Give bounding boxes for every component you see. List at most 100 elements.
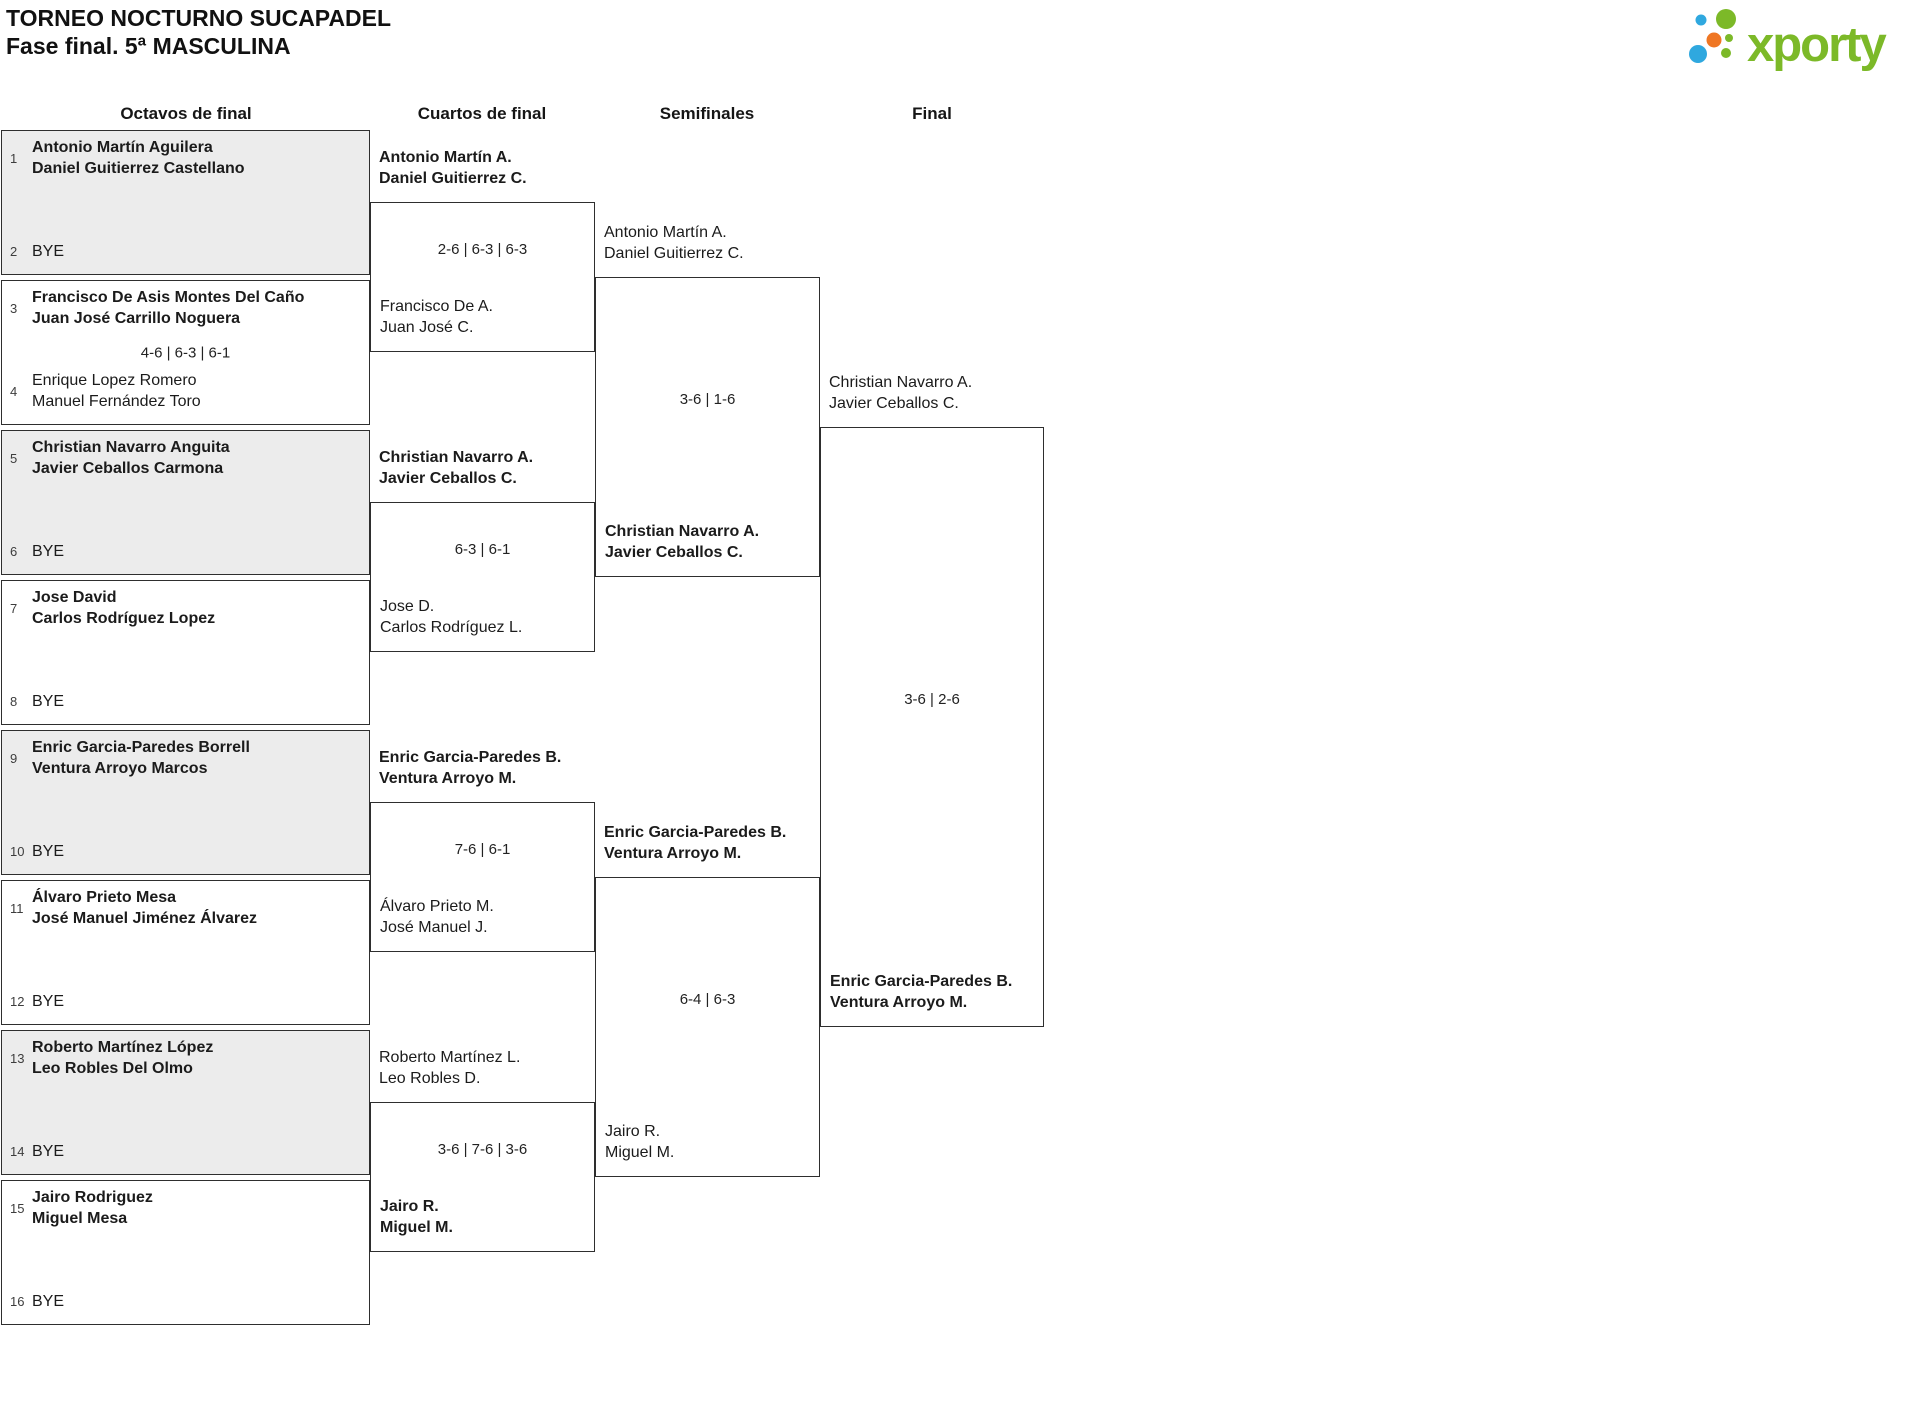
team-names: BYE bbox=[32, 1141, 64, 1162]
logo-dot-icon bbox=[1695, 14, 1707, 26]
player-name: Daniel Guitierrez C. bbox=[604, 245, 744, 262]
seed-number: 15 bbox=[10, 1200, 25, 1216]
player-name: BYE bbox=[32, 843, 65, 860]
sf-match-1: Antonio Martín A. Daniel Guitierrez C. 3… bbox=[595, 224, 820, 577]
seed-number: 16 bbox=[10, 1294, 25, 1309]
player-name: Javier Ceballos Carmona bbox=[32, 460, 224, 477]
player-name: Juan José C. bbox=[380, 319, 474, 336]
xporty-logo-graphic: xporty bbox=[1689, 9, 1889, 72]
player-name: Francisco De Asis Montes Del Caño bbox=[32, 289, 305, 306]
seed-number: 9 bbox=[10, 750, 18, 766]
player-name: Ventura Arroyo M. bbox=[604, 845, 742, 862]
match-box: 3-6 | 1-6 Christian Navarro A. Javier Ce… bbox=[595, 277, 820, 577]
logo-dot-icon bbox=[1716, 9, 1736, 29]
team-names: Francisco De Asis Montes Del Caño Juan J… bbox=[32, 287, 304, 329]
player-name: Francisco De A. bbox=[380, 298, 493, 315]
player-name: BYE bbox=[32, 993, 65, 1010]
player-name: Ventura Arroyo M. bbox=[379, 770, 517, 787]
match-box: 7-6 | 6-1 Álvaro Prieto M. José Manuel J… bbox=[370, 802, 595, 952]
score-area: 3-6 | 1-6 bbox=[596, 278, 819, 521]
player-name: BYE bbox=[32, 243, 65, 260]
logo-dot-icon bbox=[1689, 45, 1707, 63]
player-name: Javier Ceballos C. bbox=[829, 395, 959, 412]
player-name: Jairo Rodriguez bbox=[32, 1189, 153, 1206]
seed-number: 7 bbox=[10, 600, 18, 616]
r16-match-2: 3 Francisco De Asis Montes Del Caño Juan… bbox=[1, 280, 370, 425]
team-names: Enrique Lopez Romero Manuel Fernández To… bbox=[32, 370, 201, 412]
player-name: Carlos Rodríguez L. bbox=[380, 619, 523, 636]
player-name: Antonio Martín Aguilera bbox=[32, 139, 213, 156]
player-name: Javier Ceballos C. bbox=[605, 544, 743, 561]
seed-number: 6 bbox=[10, 544, 18, 559]
seed-number: 3 bbox=[10, 300, 18, 316]
seed-number: 11 bbox=[10, 900, 24, 916]
match-score: 3-6 | 7-6 | 3-6 bbox=[437, 1141, 528, 1158]
match-box: 2-6 | 6-3 | 6-3 Francisco De A. Juan Jos… bbox=[370, 202, 595, 352]
player-name: BYE bbox=[32, 1143, 65, 1160]
player-name: Daniel Guitierrez C. bbox=[379, 170, 527, 187]
logo-dot-icon bbox=[1721, 48, 1731, 58]
logo-wordmark: xporty bbox=[1747, 18, 1887, 72]
r16-match-5: 9 Enric Garcia-Paredes Borrell Ventura A… bbox=[1, 730, 370, 875]
advancing-team-label: Enric Garcia-Paredes B. Ventura Arroyo M… bbox=[604, 822, 818, 864]
player-name: Enric Garcia-Paredes Borrell bbox=[32, 739, 250, 756]
player-name: Christian Navarro Anguita bbox=[32, 439, 230, 456]
seed-number: 8 bbox=[10, 694, 18, 709]
team-row: 8 BYE bbox=[2, 691, 369, 724]
team-names: Jose David Carlos Rodríguez Lopez bbox=[32, 587, 215, 629]
logo-dot-icon bbox=[1706, 32, 1722, 48]
lower-team-label: Álvaro Prieto M. José Manuel J. bbox=[371, 896, 594, 951]
team-row: 4 Enrique Lopez Romero Manuel Fernández … bbox=[2, 370, 369, 424]
round-header-cuartos: Cuartos de final bbox=[417, 104, 547, 123]
seed-number: 1 bbox=[10, 150, 18, 166]
player-name: Jairo R. bbox=[605, 1123, 661, 1140]
player-name: Carlos Rodríguez Lopez bbox=[32, 610, 216, 627]
page-title: TORNEO NOCTURNO SUCAPADEL Fase final. 5ª… bbox=[6, 4, 391, 60]
advancing-team-label: Roberto Martínez L. Leo Robles D. bbox=[379, 1047, 593, 1089]
team-row: 12 BYE bbox=[2, 991, 369, 1024]
tournament-name: TORNEO NOCTURNO SUCAPADEL bbox=[6, 5, 392, 31]
player-name: Manuel Fernández Toro bbox=[32, 393, 201, 410]
match-score: 4-6 | 6-3 | 6-1 bbox=[140, 344, 231, 361]
qf-match-3: Enric Garcia-Paredes B. Ventura Arroyo M… bbox=[370, 749, 595, 952]
player-name: Ventura Arroyo Marcos bbox=[32, 760, 208, 777]
player-name: Miguel M. bbox=[605, 1144, 675, 1161]
advancing-team-label: Christian Navarro A. Javier Ceballos C. bbox=[829, 372, 1042, 414]
player-name: Roberto Martínez López bbox=[32, 1039, 214, 1056]
team-row: 15 Jairo Rodriguez Miguel Mesa bbox=[2, 1181, 369, 1229]
team-names: Antonio Martín Aguilera Daniel Guitierre… bbox=[32, 137, 245, 179]
team-names: BYE bbox=[32, 991, 64, 1012]
team-names: Jairo Rodriguez Miguel Mesa bbox=[32, 1187, 153, 1229]
team-row: 9 Enric Garcia-Paredes Borrell Ventura A… bbox=[2, 731, 369, 779]
team-row: 2 BYE bbox=[2, 241, 369, 274]
advancing-team-label: Antonio Martín A. Daniel Guitierrez C. bbox=[604, 222, 818, 264]
player-name: BYE bbox=[32, 1293, 65, 1310]
sf-match-2: Enric Garcia-Paredes B. Ventura Arroyo M… bbox=[595, 824, 820, 1177]
player-name: Christian Navarro A. bbox=[379, 449, 534, 466]
match-score: 7-6 | 6-1 bbox=[454, 841, 511, 858]
player-name: Juan José Carrillo Noguera bbox=[32, 310, 241, 327]
player-name: José Manuel J. bbox=[380, 919, 488, 936]
seed-number: 2 bbox=[10, 244, 18, 259]
player-name: Enric Garcia-Paredes B. bbox=[830, 973, 1013, 990]
player-name: Enric Garcia-Paredes B. bbox=[379, 749, 562, 766]
seed-number: 14 bbox=[10, 1144, 25, 1159]
team-row: 10 BYE bbox=[2, 841, 369, 874]
match-score: 6-4 | 6-3 bbox=[679, 991, 736, 1008]
r16-match-3: 5 Christian Navarro Anguita Javier Cebal… bbox=[1, 430, 370, 575]
seed-number: 4 bbox=[10, 383, 18, 399]
lower-team-label: Jose D. Carlos Rodríguez L. bbox=[371, 596, 594, 651]
seed-number: 13 bbox=[10, 1050, 25, 1066]
match-score: 2-6 | 6-3 | 6-3 bbox=[437, 241, 528, 258]
player-name: Leo Robles D. bbox=[379, 1070, 481, 1087]
advancing-team-label: Christian Navarro A. Javier Ceballos C. bbox=[379, 447, 593, 489]
seed-number: 12 bbox=[10, 994, 25, 1009]
player-name: Miguel M. bbox=[380, 1219, 453, 1236]
r16-match-4: 7 Jose David Carlos Rodríguez Lopez 8 BY… bbox=[1, 580, 370, 725]
team-names: BYE bbox=[32, 241, 64, 262]
team-names: Enric Garcia-Paredes Borrell Ventura Arr… bbox=[32, 737, 250, 779]
xporty-logo[interactable]: xporty bbox=[1685, 0, 1920, 75]
seed-number: 10 bbox=[10, 844, 25, 859]
round-header-final: Final bbox=[912, 104, 952, 123]
